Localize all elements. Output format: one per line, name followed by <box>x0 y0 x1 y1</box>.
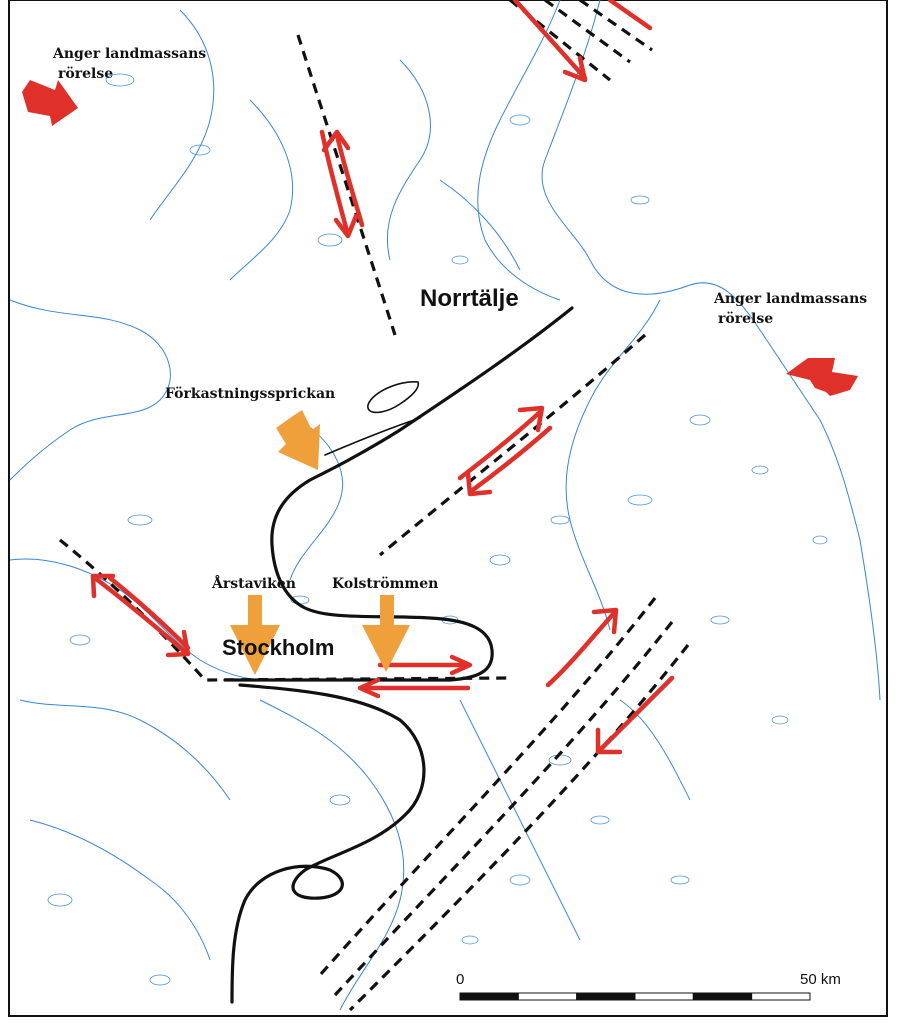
map-labels: Anger landmassans rörelse Anger landmass… <box>52 46 867 660</box>
shear-arrow-head <box>90 573 116 599</box>
shear-arrow-head <box>562 55 588 83</box>
scale-bar: 0 50 km <box>456 971 841 1001</box>
scale-segments <box>459 992 811 1001</box>
dashed-fault-northeast <box>378 333 647 557</box>
kolstrommen-pointer-icon <box>362 595 410 672</box>
movement-arrows <box>22 80 858 396</box>
scale-end-label: 50 km <box>800 971 841 988</box>
thin-fault-segment <box>324 417 421 456</box>
scale-start-label: 0 <box>456 971 464 988</box>
shear-arrow-head <box>517 405 545 433</box>
movement-right-label-line1: Anger landmassans <box>713 291 867 307</box>
fault-crack-label: Förkastningssprickan <box>165 386 335 402</box>
scale-segment <box>634 992 694 1001</box>
kolstrommen-label: Kolströmmen <box>332 576 438 592</box>
shear-arrows <box>90 0 675 755</box>
movement-left-label-line2: rörelse <box>58 66 113 82</box>
movement-arrow-right-icon <box>786 358 858 396</box>
pointer-arrows <box>230 410 410 675</box>
map-border <box>8 0 888 1017</box>
dashed-fault-se-3 <box>348 644 690 1012</box>
scale-segment <box>692 992 753 1001</box>
southern-fault-trace <box>230 683 426 1004</box>
shear-arrow-head <box>449 654 473 676</box>
shear-arrow-head <box>591 607 619 635</box>
scale-segment <box>576 992 636 1001</box>
dashed-fault-top-3 <box>579 0 653 52</box>
dashed-fault-se-2 <box>333 621 674 997</box>
shear-arrow-head <box>333 213 359 239</box>
scale-segment <box>459 992 519 1001</box>
fault-crack-pointer-icon <box>276 410 320 470</box>
movement-arrow-left-icon <box>22 80 78 126</box>
shear-arrow-head <box>465 471 493 497</box>
dashed-fault-se-1 <box>318 597 657 977</box>
scale-segment <box>517 992 578 1001</box>
dashed-fault-north <box>296 34 397 336</box>
movement-right-label-line2: rörelse <box>718 311 773 327</box>
fault-loop <box>367 381 420 414</box>
arstaviken-pointer-icon <box>230 595 280 675</box>
main-fault-trace <box>223 306 574 682</box>
movement-left-label-line1: Anger landmassans <box>52 46 206 62</box>
shear-arrow-head <box>165 629 191 658</box>
scale-segment <box>751 992 811 1001</box>
norrtalje-label: Norrtälje <box>420 285 519 312</box>
dashed-fault-top-2 <box>544 0 631 64</box>
shear-arrow-head <box>357 677 381 699</box>
shear-arrow-head <box>321 129 351 153</box>
stockholm-label: Stockholm <box>222 635 334 660</box>
arstaviken-label: Årstaviken <box>211 574 296 592</box>
shear-arrow-head <box>595 727 623 755</box>
